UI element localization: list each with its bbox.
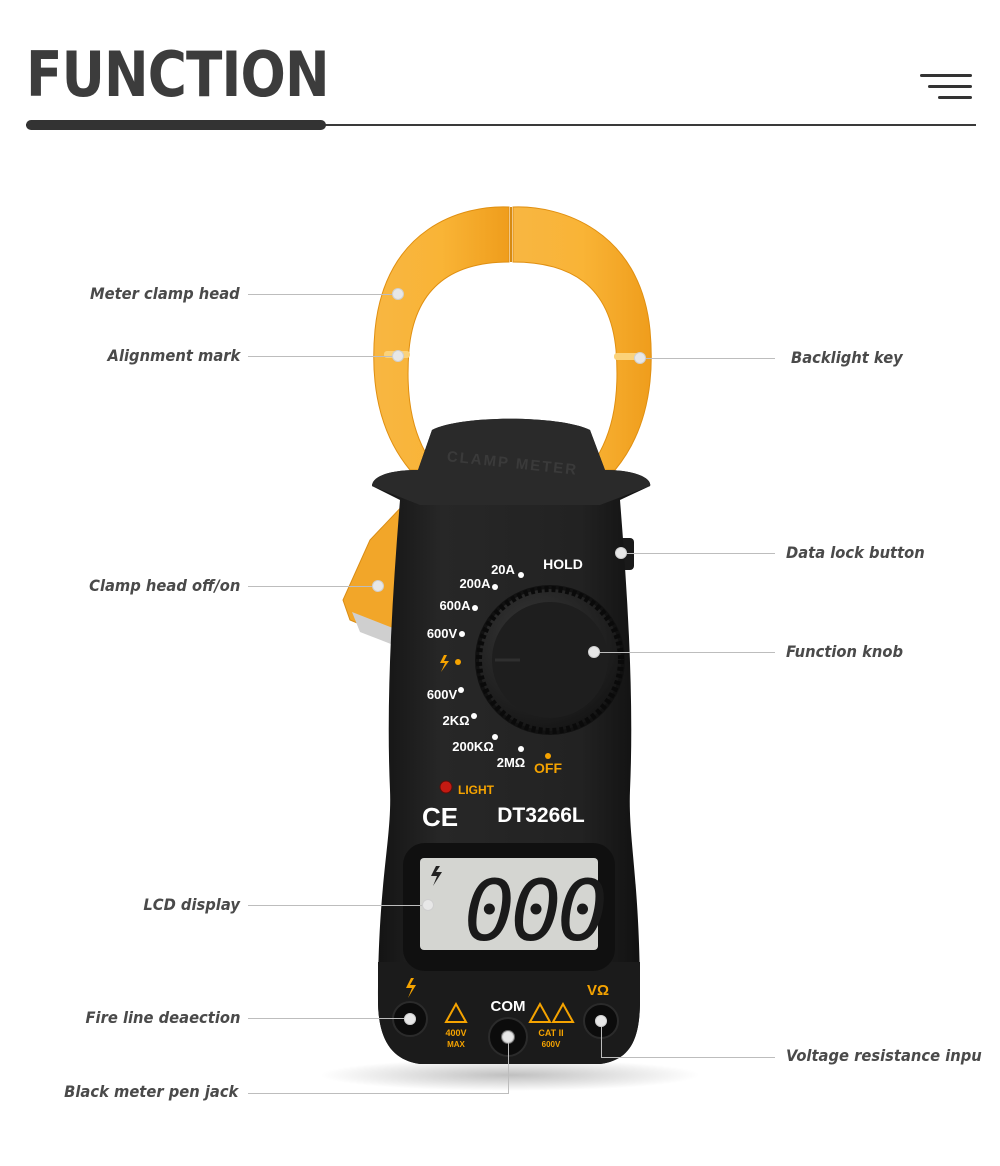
light-label: LIGHT	[458, 783, 495, 797]
callout-dot	[372, 580, 384, 592]
function-knob-shape	[475, 585, 625, 735]
label-clamp-head-off-on: Clamp head off/on	[88, 576, 240, 595]
callout-dot	[615, 547, 627, 559]
label-alignment-mark: Alignment mark	[107, 346, 240, 365]
leader-line	[248, 356, 398, 357]
leader-line	[640, 358, 775, 359]
label-function-knob: Function knob	[786, 642, 904, 661]
cat-ii: CAT II	[538, 1028, 563, 1038]
label-voltage-resistance-input: Voltage resistance inpu	[786, 1046, 982, 1065]
leader-line	[248, 586, 378, 587]
hold-label: HOLD	[543, 556, 583, 572]
warning-max: MAX	[447, 1040, 465, 1049]
leader-line	[621, 553, 775, 554]
model-label: DT3266L	[497, 804, 585, 827]
warning-400v: 400V	[445, 1028, 466, 1038]
cat-600v: 600V	[542, 1040, 561, 1049]
meter-body	[372, 418, 651, 1064]
label-lcd-display: LCD display	[143, 895, 240, 914]
leader-line	[248, 294, 398, 295]
range-200kohm: 200KΩ	[452, 739, 494, 754]
leader-line	[601, 1057, 775, 1058]
callout-dot	[392, 288, 404, 300]
label-black-meter-pen-jack: Black meter pen jack	[63, 1082, 238, 1101]
range-200a: 200A	[459, 576, 491, 591]
callout-dot	[588, 646, 600, 658]
v-ohm-label: VΩ	[587, 982, 609, 999]
range-2kohm: 2KΩ	[442, 713, 469, 728]
callout-dot	[392, 350, 404, 362]
leader-line	[248, 1093, 509, 1094]
lcd-reading: 000	[464, 862, 604, 960]
leader-line	[601, 1022, 602, 1057]
callout-dot	[595, 1015, 607, 1027]
range-20a: 20A	[491, 562, 515, 577]
range-600v-dc: 600V	[427, 687, 458, 702]
meter-clamp-head	[373, 206, 652, 471]
lcd-window	[420, 858, 598, 950]
callout-dot	[404, 1013, 416, 1025]
range-off: OFF	[534, 760, 562, 776]
header-divider	[26, 124, 976, 126]
com-label: COM	[491, 998, 526, 1015]
callout-dot	[502, 1031, 514, 1043]
range-2mohm: 2MΩ	[497, 755, 525, 770]
ce-mark: CE	[422, 802, 458, 832]
range-600v-ac: 600V	[427, 626, 458, 641]
label-data-lock-button: Data lock button	[786, 543, 925, 562]
leader-line	[248, 905, 428, 906]
leader-line	[594, 652, 775, 653]
range-600a-dc: 600A	[439, 598, 471, 613]
label-fire-line-detection: Fire line deaection	[85, 1008, 240, 1027]
label-meter-clamp-head: Meter clamp head	[90, 284, 240, 303]
label-backlight-key: Backlight key	[791, 348, 903, 367]
callout-dot	[634, 352, 646, 364]
hamburger-menu-icon[interactable]	[920, 74, 972, 102]
leader-line	[248, 1018, 408, 1019]
header-accent-bar	[26, 120, 326, 130]
callout-dot	[422, 899, 434, 911]
page-title: FUNCTION	[26, 38, 330, 111]
leader-line	[508, 1040, 509, 1094]
